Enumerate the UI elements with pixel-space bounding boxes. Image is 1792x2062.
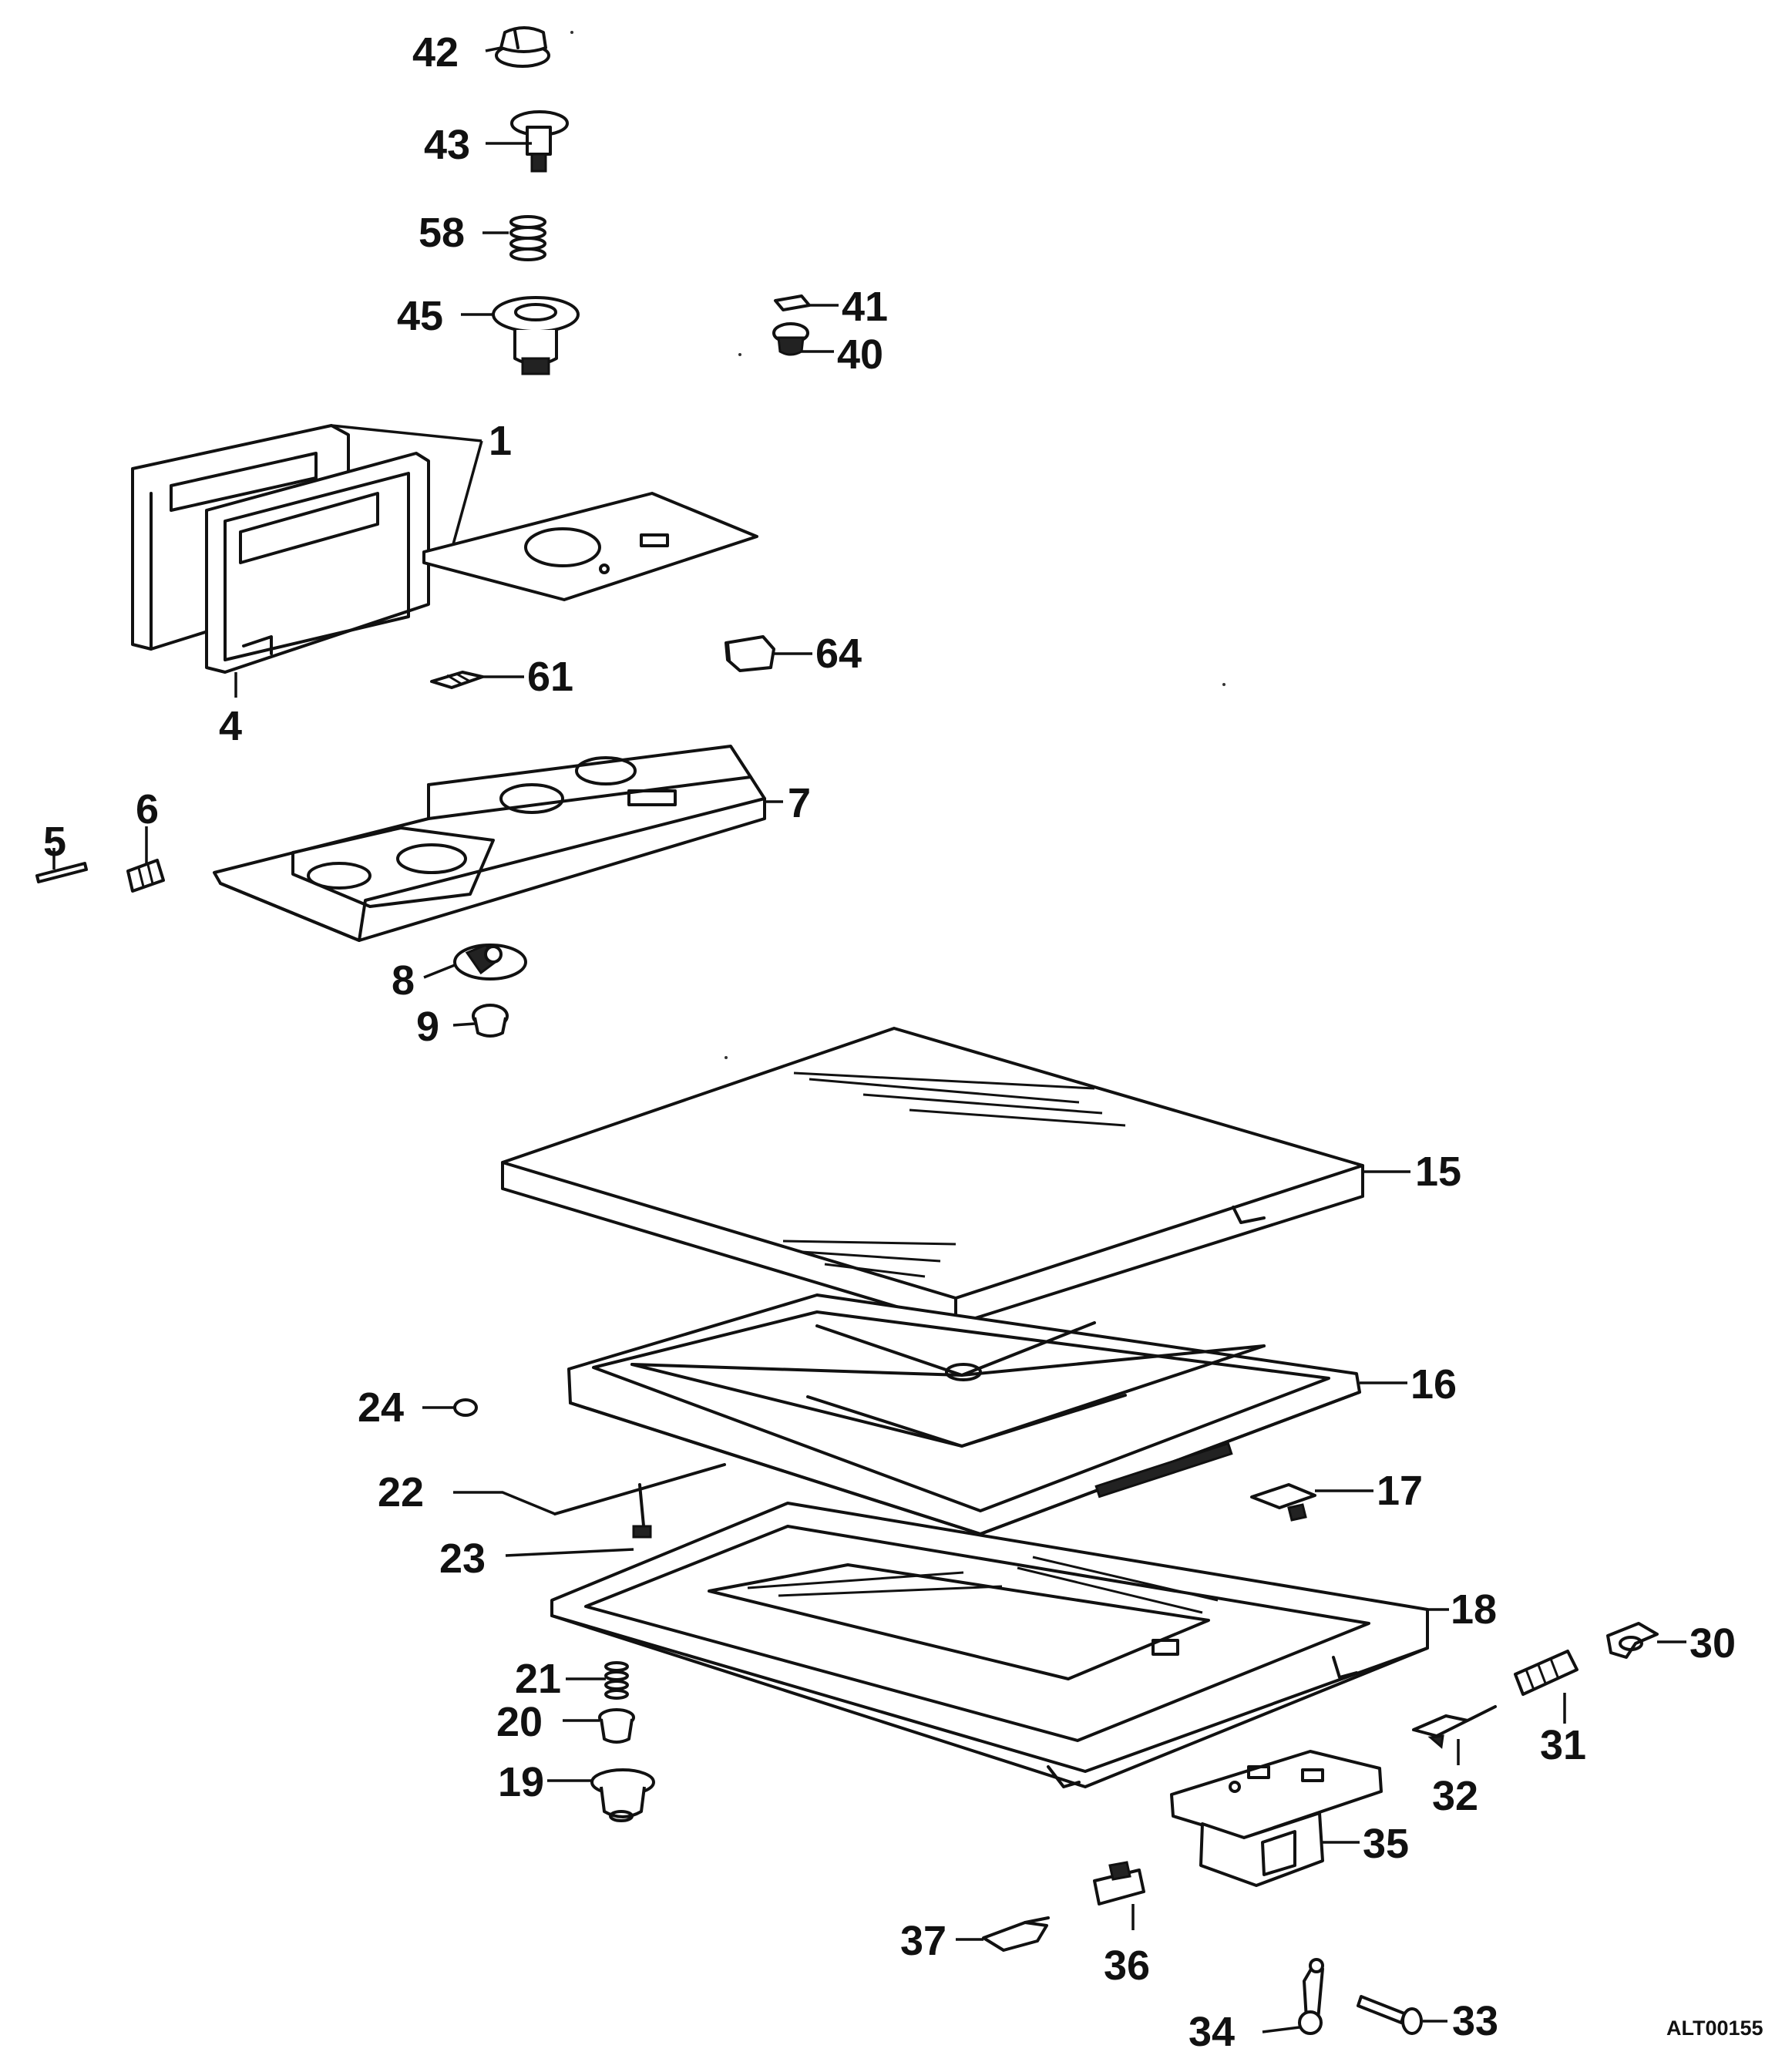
callout-34: 34 [1189,2009,1235,2055]
callout-22: 22 [378,1469,424,1515]
callout-30: 30 [1689,1620,1736,1667]
part-17-bracket [1250,1483,1316,1522]
callout-5: 5 [43,819,66,865]
part-1-4-door-frames [131,424,430,674]
callout-4: 4 [219,703,242,749]
part-45-bushing [492,296,580,375]
part-43-shaft [510,110,569,173]
part-58-spring [509,215,546,261]
callout-7: 7 [788,780,811,826]
part-22-23-rod [553,1463,726,1539]
callout-1: 1 [489,418,512,464]
part-20-plug [598,1708,635,1744]
callout-18: 18 [1451,1586,1497,1633]
callout-labels: 42 43 58 45 41 40 1 4 61 64 5 6 7 8 9 15… [43,29,1763,2055]
reference-code: ALT00155 [1666,2017,1763,2040]
part-24-screw [453,1398,478,1417]
callout-42: 42 [412,29,459,76]
part-36-clamp [1093,1861,1145,1906]
callout-58: 58 [419,210,465,256]
part-15-top-cover [501,1027,1364,1326]
callout-32: 32 [1432,1773,1478,1819]
part-61-clip [430,671,484,689]
part-19-foot [590,1768,655,1822]
part-32-hook [1412,1705,1497,1749]
callout-37: 37 [900,1918,946,1964]
callout-35: 35 [1363,1821,1409,1867]
callout-61: 61 [527,654,573,700]
callout-24: 24 [358,1384,404,1431]
part-21-spring [604,1661,629,1700]
callout-6: 6 [136,786,159,833]
part-33-bolt [1357,1995,1423,2035]
part-34-lever [1298,1958,1324,2035]
leader-lines [52,46,1686,2033]
part-37-clip [982,1916,1050,1952]
callout-20: 20 [496,1699,543,1745]
part-40-cap [772,322,809,356]
callout-21: 21 [515,1656,561,1702]
callout-40: 40 [837,331,883,378]
part-5-pin [35,862,88,883]
part-16-frame [567,1293,1361,1536]
callout-45: 45 [397,293,443,339]
callout-17: 17 [1377,1468,1423,1514]
callout-43: 43 [424,122,470,168]
callout-36: 36 [1104,1943,1150,1989]
callout-15: 15 [1415,1149,1461,1195]
part-9-cap [472,1004,509,1038]
part-7-control-panel [213,745,766,942]
part-18-base [550,1502,1429,1788]
callout-33: 33 [1452,1998,1498,2044]
part-6-spring [126,859,165,893]
callout-16: 16 [1410,1361,1457,1408]
callout-8: 8 [392,957,415,1004]
callout-23: 23 [439,1536,486,1582]
scan-specks [570,31,1225,1059]
part-30-latch [1606,1622,1659,1659]
part-42-knob [495,26,550,68]
part-41-clip [774,294,811,311]
callout-31: 31 [1540,1722,1586,1768]
part-64-block [725,635,775,672]
part-35-lock-mechanism [1170,1750,1383,1887]
part-8-cam [453,944,527,981]
callout-9: 9 [416,1004,439,1050]
part-31-spring [1514,1650,1579,1696]
callout-19: 19 [498,1759,544,1805]
callout-41: 41 [842,284,888,330]
callout-64: 64 [815,631,862,677]
part-1-top-plate [422,492,758,601]
